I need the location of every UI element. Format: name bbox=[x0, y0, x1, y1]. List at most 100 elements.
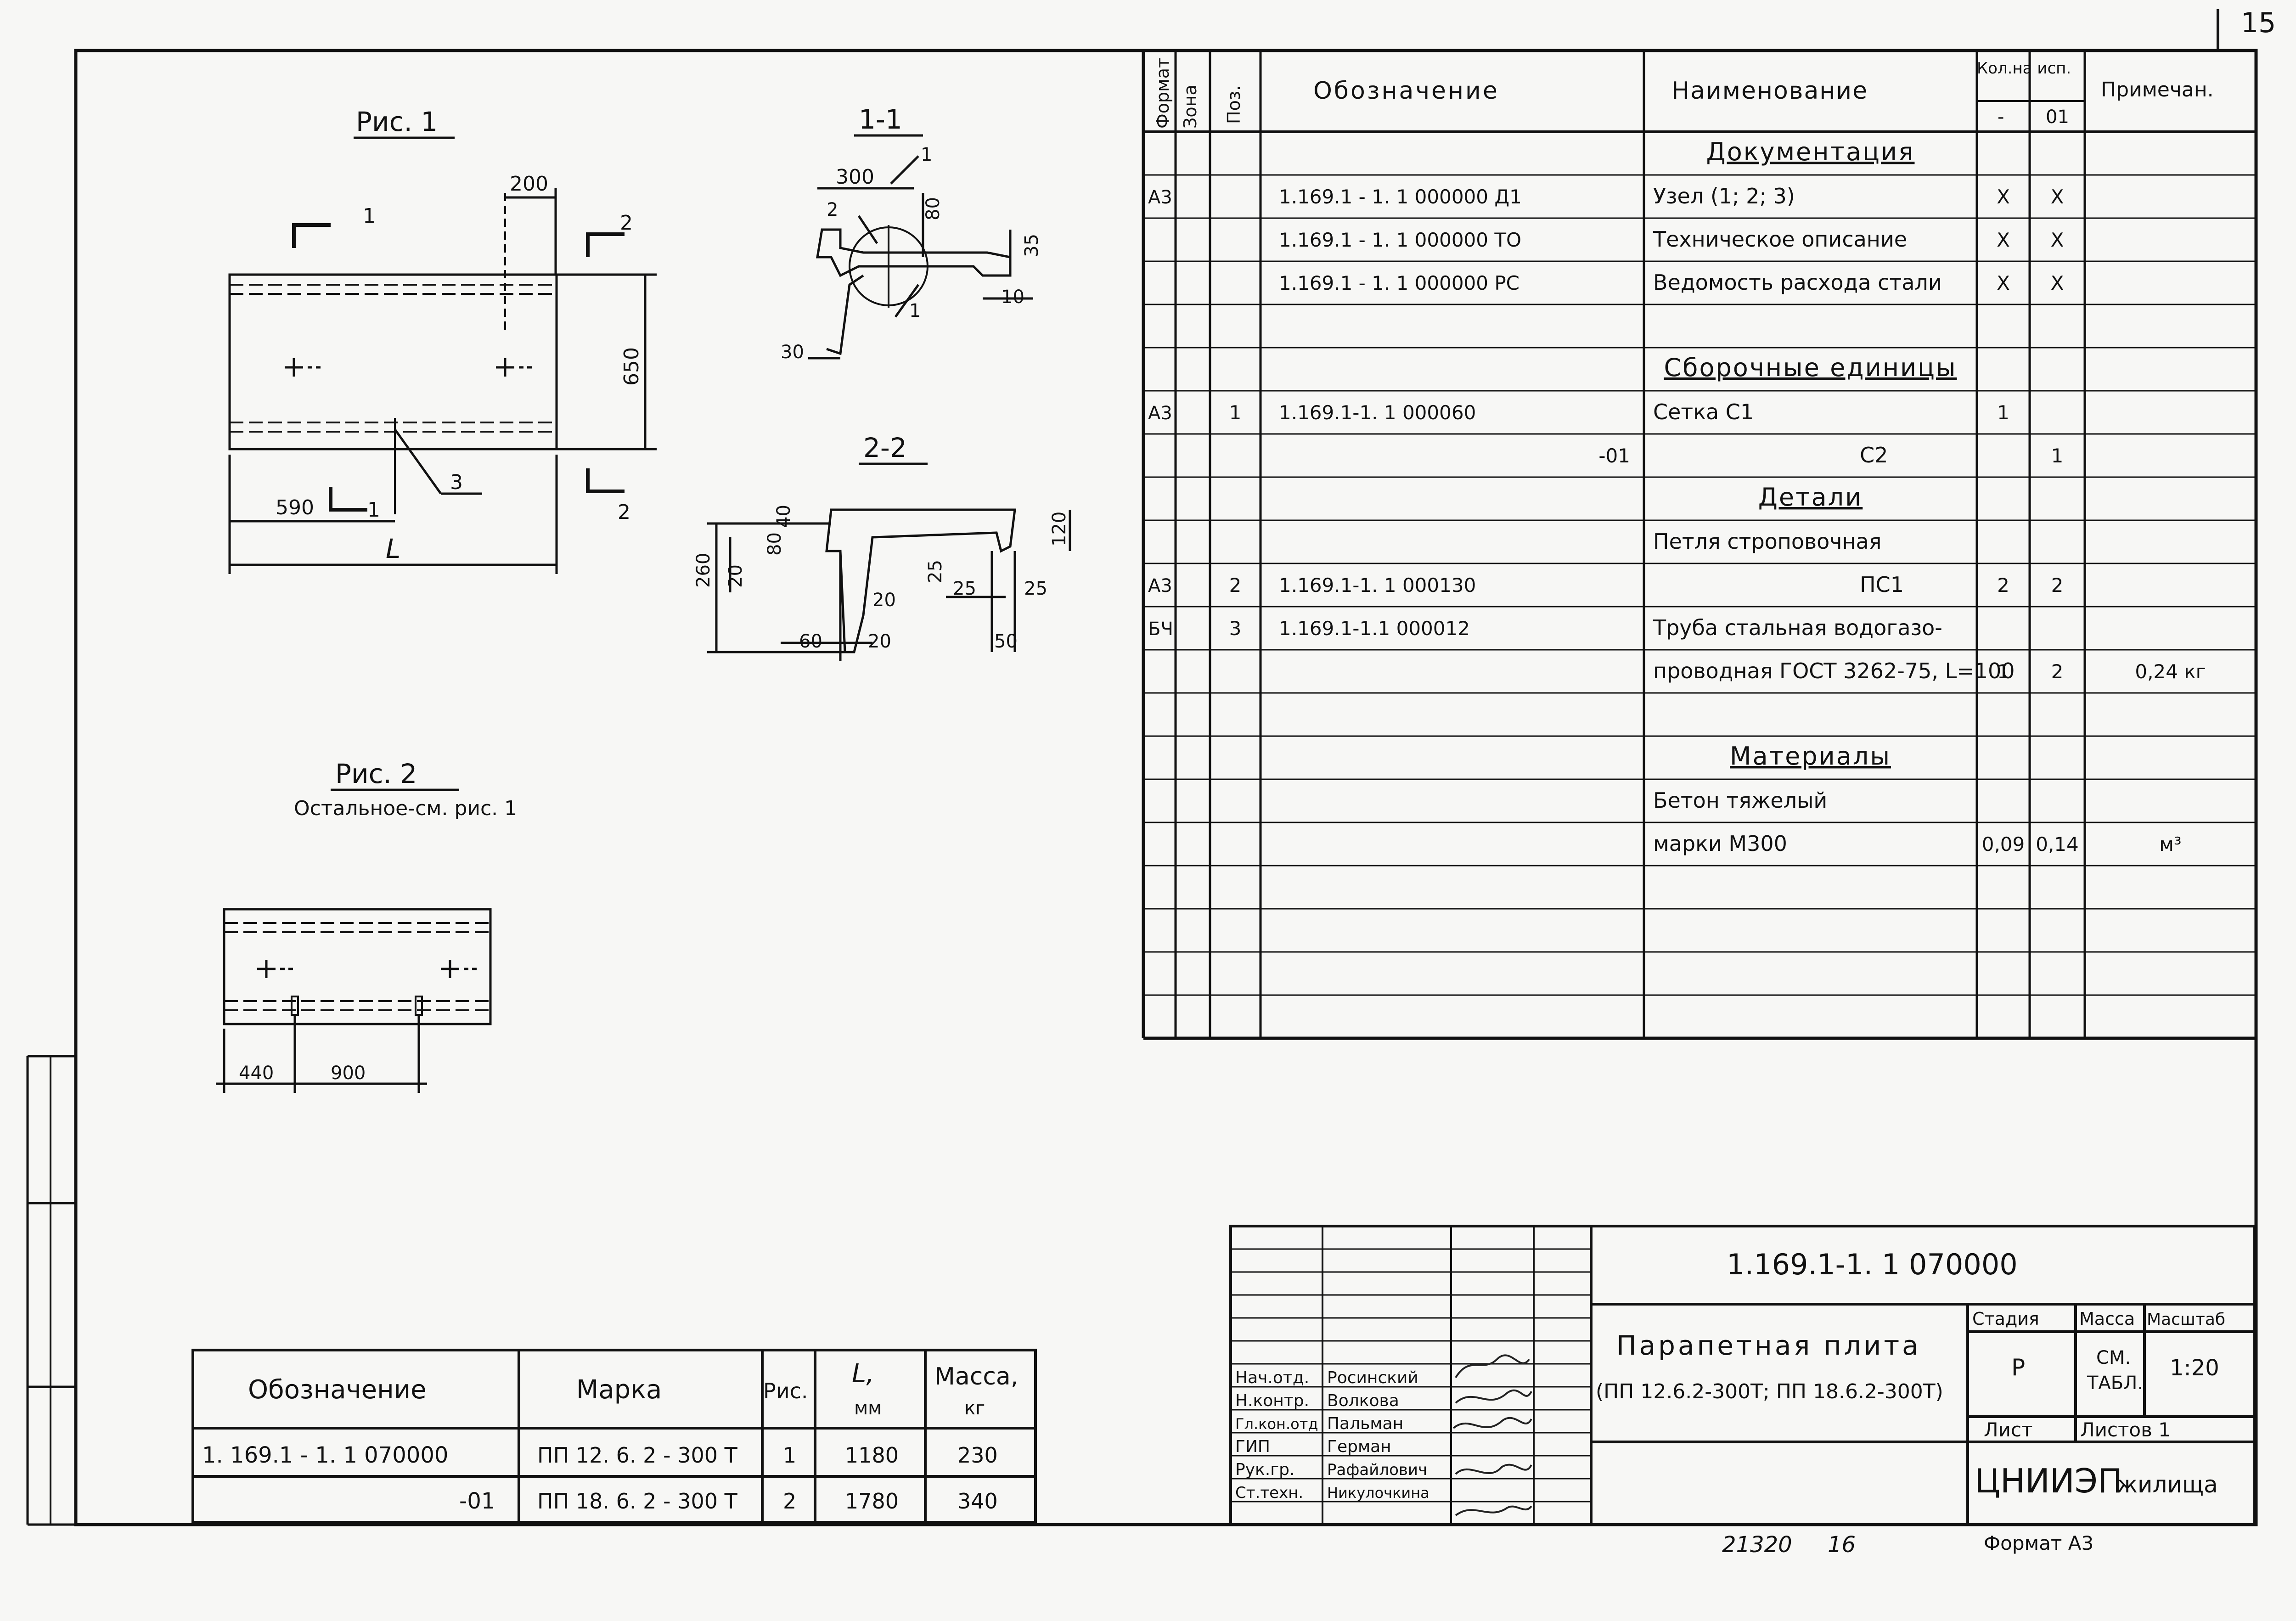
sec22-dim-40: 40 bbox=[773, 505, 794, 528]
tb-stage: Р bbox=[2011, 1354, 2025, 1381]
figure-1 bbox=[228, 136, 657, 574]
spec-row-7-pos: 1 bbox=[1229, 401, 1242, 424]
sec11-marker-3: 1 bbox=[909, 300, 921, 321]
mark-row-2-fig: 2 bbox=[783, 1489, 796, 1514]
tb-org-sub: жилища bbox=[2117, 1471, 2218, 1498]
mark-row-2-mass: 340 bbox=[957, 1489, 998, 1514]
tb-sheets-label: Листов 1 bbox=[2080, 1418, 2171, 1441]
sec22-dim-20c: 20 bbox=[868, 631, 891, 652]
spec-row-9-name: Детали bbox=[1758, 483, 1863, 512]
spec-row-12-name: Труба стальная водогазо- bbox=[1653, 615, 1942, 640]
tb-name-5: Рафайлович bbox=[1327, 1461, 1427, 1479]
spec-row-4-name: Ведомость расхода стали bbox=[1653, 270, 1942, 295]
sec22-dim-120: 120 bbox=[1049, 512, 1070, 546]
tb-stage-label: Стадия bbox=[1972, 1309, 2039, 1329]
tb-role-1: Нач.отд. bbox=[1235, 1368, 1309, 1387]
tb-name-6: Никулочкина bbox=[1327, 1484, 1429, 1502]
fig1-dim-650: 650 bbox=[620, 347, 643, 386]
fig1-cut-2b: 2 bbox=[618, 501, 630, 524]
sec11-dim-80: 80 bbox=[923, 197, 944, 220]
sec22-dim-260: 260 bbox=[693, 553, 714, 588]
tb-role-6: Ст.техн. bbox=[1235, 1484, 1303, 1502]
mark-row-2-designation: -01 bbox=[459, 1488, 495, 1514]
spec-row-2-designation: 1.169.1 - 1. 1 000000 Д1 bbox=[1279, 186, 1522, 208]
spec-row-4-qty1: Х bbox=[1997, 272, 2010, 294]
fig1-title: Рис. 1 bbox=[356, 106, 438, 137]
spec-row-7-qty1: 1 bbox=[1997, 401, 2009, 424]
mark-header-length-unit: мм bbox=[854, 1398, 882, 1419]
spec-row-17-name: марки М300 bbox=[1653, 831, 1787, 856]
mark-row-1-fig: 1 bbox=[783, 1443, 796, 1468]
sec11-dim-10: 10 bbox=[1001, 287, 1024, 308]
sec11-dim-35: 35 bbox=[1021, 234, 1042, 257]
sec11-dim-300: 300 bbox=[836, 165, 874, 189]
tb-org-main: ЦНИИЭП bbox=[1975, 1462, 2122, 1500]
mark-table: Обозначение Марка Рис. L, мм Масса, кг 1… bbox=[191, 1349, 1037, 1524]
spec-header-zone: Зона bbox=[1180, 84, 1200, 129]
spec-row-4-qty2: Х bbox=[2051, 272, 2064, 294]
spec-row-11-qty2: 2 bbox=[2051, 574, 2064, 597]
spec-row-8-qty2: 1 bbox=[2051, 445, 2064, 467]
mark-row-1-mark: ПП 12. 6. 2 - 300 Т bbox=[537, 1443, 738, 1468]
tb-mass-1: СМ. bbox=[2096, 1347, 2131, 1368]
sheet-number: 15 bbox=[2241, 7, 2276, 39]
spec-row-15-name: Материалы bbox=[1730, 742, 1891, 771]
tb-name-4: Герман bbox=[1327, 1437, 1391, 1456]
sec11-title: 1-1 bbox=[859, 104, 902, 135]
signatures bbox=[1452, 1354, 1532, 1516]
mark-header-designation: Обозначение bbox=[248, 1375, 427, 1405]
spec-row-11-name: ПС1 bbox=[1860, 572, 1904, 597]
spec-row-3-name: Техническое описание bbox=[1653, 227, 1907, 252]
mark-header-fig: Рис. bbox=[763, 1379, 808, 1403]
figure-2 bbox=[216, 788, 492, 1093]
spec-row-11-designation: 1.169.1-1. 1 000130 bbox=[1279, 574, 1476, 597]
spec-header-name: Наименование bbox=[1671, 77, 1868, 105]
spec-row-3-designation: 1.169.1 - 1. 1 000000 ТО bbox=[1279, 229, 1521, 251]
spec-row-11-pos: 2 bbox=[1229, 574, 1242, 597]
fig1-cut-1b: 1 bbox=[367, 498, 380, 522]
tb-role-2: Н.контр. bbox=[1235, 1391, 1309, 1410]
spec-row-3-qty2: Х bbox=[2051, 229, 2064, 251]
fig1-cut-1: 1 bbox=[363, 204, 376, 228]
spec-row-2-name: Узел (1; 2; 3) bbox=[1653, 184, 1795, 208]
spec-row-16-name: Бетон тяжелый bbox=[1653, 788, 1827, 813]
sec22-dim-25c: 25 bbox=[1024, 578, 1047, 599]
spec-header-format: Формат bbox=[1153, 58, 1173, 129]
tb-mass-label: Масса bbox=[2079, 1309, 2135, 1329]
spec-row-2-qty2: Х bbox=[2051, 186, 2064, 208]
section-1-1 bbox=[808, 134, 1033, 360]
fig1-dim-590: 590 bbox=[276, 496, 314, 519]
mark-header-mass-unit: кг bbox=[964, 1398, 985, 1419]
spec-row-7-designation: 1.169.1-1. 1 000060 bbox=[1279, 401, 1476, 424]
tb-scale-label: Масштаб bbox=[2147, 1310, 2225, 1329]
spec-row-13-name: проводная ГОСТ 3262-75, L=100 bbox=[1653, 659, 2015, 683]
spec-header-qty-sub2: 01 bbox=[2046, 107, 2069, 128]
sec22-dim-80: 80 bbox=[764, 532, 785, 556]
fig2-dim-440: 440 bbox=[239, 1063, 274, 1084]
mark-row-2-length: 1780 bbox=[845, 1489, 899, 1514]
tb-role-3: Гл.кон.отд bbox=[1235, 1415, 1318, 1433]
mark-row-1-length: 1180 bbox=[845, 1443, 899, 1468]
spec-row-17-note: м³ bbox=[2159, 833, 2182, 856]
mark-row-2-mark: ПП 18. 6. 2 - 300 Т bbox=[537, 1489, 738, 1514]
sec22-dim-50: 50 bbox=[994, 631, 1018, 652]
spec-row-11-format: А3 bbox=[1148, 575, 1172, 597]
sec22-dim-25a: 25 bbox=[925, 560, 946, 583]
tb-role-4: ГИП bbox=[1235, 1437, 1270, 1456]
spec-row-7-format: А3 bbox=[1148, 403, 1172, 424]
spec-row-10-name: Петля строповочная bbox=[1653, 529, 1881, 554]
tb-sheet-label: Лист bbox=[1984, 1418, 2032, 1441]
fig1-dim-200: 200 bbox=[510, 172, 548, 196]
spec-row-12-format: БЧ bbox=[1148, 619, 1173, 640]
fig1-dim-L: L bbox=[386, 533, 400, 564]
spec-row-2-format: А3 bbox=[1148, 187, 1172, 208]
sec22-title: 2-2 bbox=[863, 432, 907, 463]
spec-row-1-name: Документация bbox=[1706, 137, 1915, 166]
spec-header-qty: Кол.на исп. bbox=[1977, 59, 2071, 78]
spec-row-7-name: Сетка С1 bbox=[1653, 400, 1754, 424]
spec-row-12-pos: 3 bbox=[1229, 617, 1242, 640]
spec-row-12-designation: 1.169.1-1.1 000012 bbox=[1279, 617, 1470, 640]
tb-name-1: Росинский bbox=[1327, 1368, 1418, 1387]
